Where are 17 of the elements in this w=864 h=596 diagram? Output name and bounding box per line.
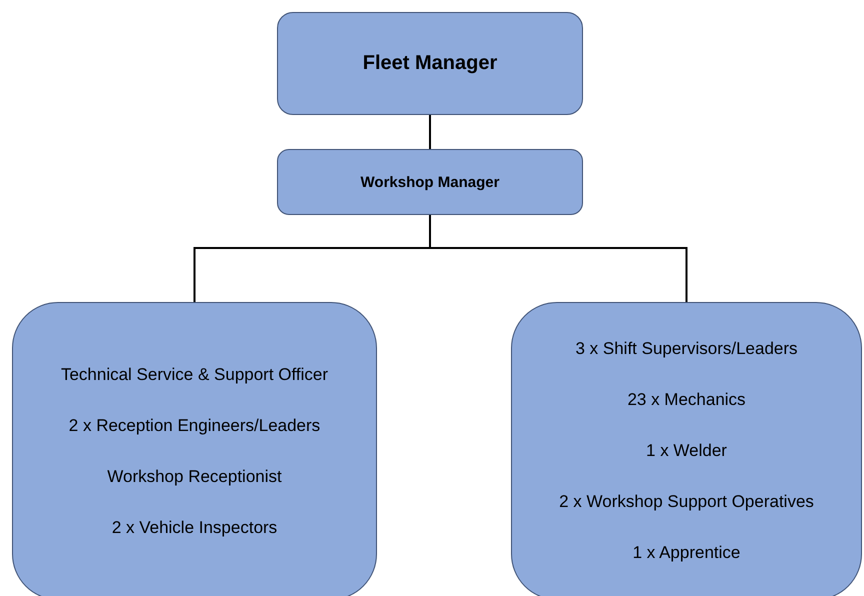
box-title: Workshop Manager [360,174,500,190]
role-text: 3 x Shift Supervisors/Leaders [575,339,798,359]
role-text: Workshop Receptionist [107,466,282,486]
org-box [511,302,862,596]
connector-line [429,215,688,302]
role-text: Technical Service & Support Officer [60,364,328,384]
role-text: 23 x Mechanics [627,390,746,410]
org-box [277,12,583,115]
role-text: 1 x Apprentice [632,543,740,563]
role-text: 2 x Vehicle Inspectors [112,518,278,538]
org-box [277,149,583,215]
role-text: 2 x Workshop Support Operatives [559,492,814,512]
role-text: 1 x Welder [646,441,727,461]
org-box [12,302,377,596]
box-title: Fleet Manager [362,52,498,75]
role-text: 2 x Reception Engineers/Leaders [68,416,320,436]
connector-line [429,115,431,149]
